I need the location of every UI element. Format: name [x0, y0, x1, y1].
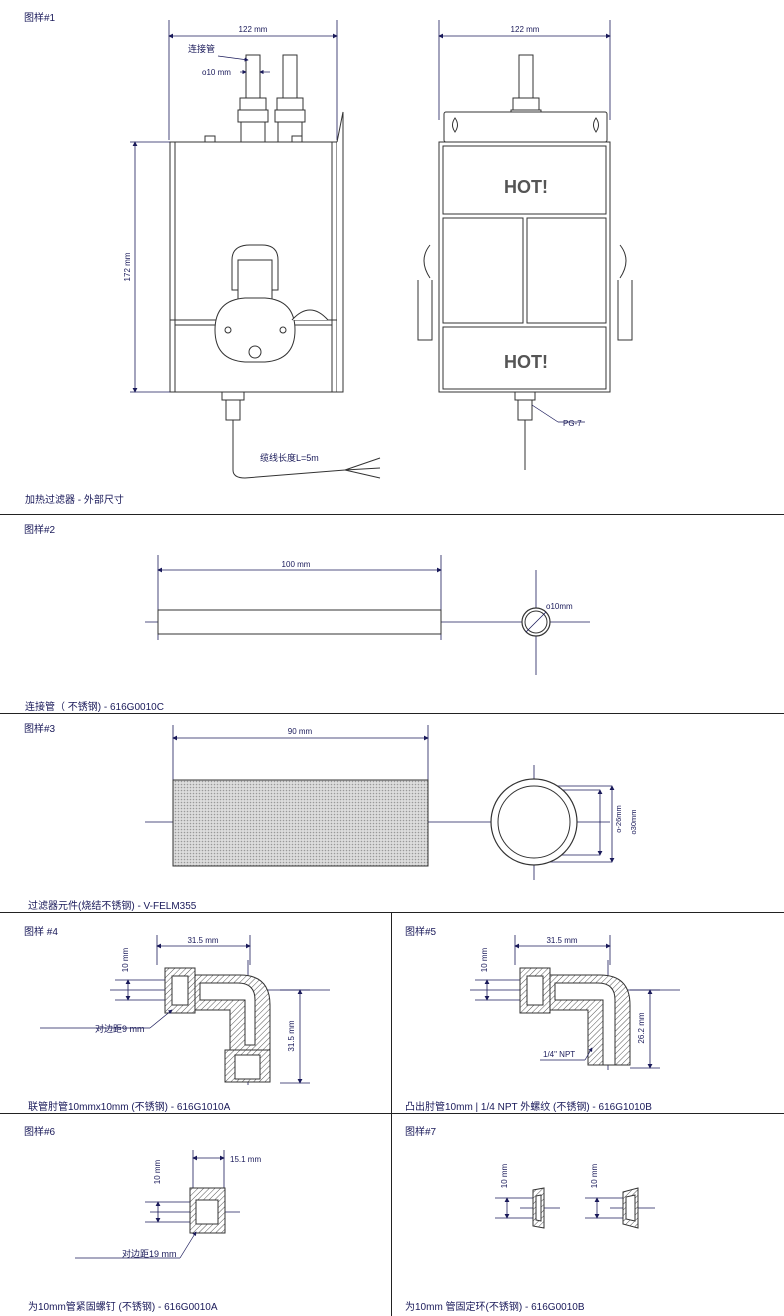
p4-dim-top: 31.5 mm	[187, 936, 218, 945]
male-elbow-5	[519, 967, 631, 1066]
divider-1	[0, 514, 784, 515]
divider-4	[0, 1113, 784, 1114]
panel1-drawing: 122 mm 连接管 o10 mm	[123, 20, 633, 479]
divider-2	[0, 713, 784, 714]
p2-dim-length: 100 mm	[282, 560, 311, 569]
p6-dim-left: 10 mm	[153, 1159, 162, 1184]
p7-dim-left2: 10 mm	[590, 1163, 599, 1188]
ferrule-7b	[622, 1187, 639, 1229]
clamp-latch	[214, 244, 329, 363]
panel5-title: 图样#5	[405, 927, 437, 938]
p6-label-flat: 对边距19 mm	[122, 1248, 177, 1259]
ferrule-7a	[532, 1187, 545, 1229]
panel7-caption: 为10mm 管固定环(不锈钢) - 616G0010B	[405, 1302, 585, 1313]
label-pipe-dia: o10 mm	[202, 68, 231, 77]
panel3-title: 图样#3	[24, 724, 56, 735]
panel1-title: 图样#1	[24, 13, 56, 24]
p4-dim-right: 31.5 mm	[287, 1020, 296, 1051]
cable-gland	[221, 391, 381, 479]
connection-pipes	[237, 54, 306, 143]
panel5-drawing: 31.5 mm 10 mm 26.2 mm 1/4" NPT	[470, 935, 680, 1070]
p3-dim-length: 90 mm	[288, 727, 313, 736]
panel6-title: 图样#6	[24, 1127, 56, 1138]
p6-dim-top: 15.1 mm	[230, 1155, 261, 1164]
p5-dim-top: 31.5 mm	[546, 936, 577, 945]
p3-dim-inner: o-26mm	[614, 805, 623, 833]
dim-height-label: 172 mm	[123, 252, 132, 281]
p5-dim-left: 10 mm	[480, 947, 489, 972]
filter-element-side	[172, 779, 429, 867]
dim-width-left-label: 122 mm	[239, 25, 268, 34]
nut-6	[189, 1187, 226, 1234]
p5-label-npt: 1/4" NPT	[543, 1050, 575, 1059]
label-pg7: PG-7	[563, 419, 582, 428]
panel5-caption: 凸出肘管10mm | 1/4 NPT 外螺纹 (不锈钢) - 616G1010B	[405, 1102, 652, 1113]
panel3-drawing: 90 mm o-26mm o30mm	[145, 725, 638, 880]
divider-vertical	[391, 912, 392, 1316]
pipe-side	[157, 609, 442, 635]
p4-label-flat: 对边距9 mm	[95, 1023, 145, 1034]
panel2-title: 图样#2	[24, 525, 56, 536]
p4-dim-left: 10 mm	[121, 947, 130, 972]
panel7-title: 图样#7	[405, 1127, 437, 1138]
panel2-drawing: 100 mm o10mm	[145, 555, 590, 675]
housing-back	[417, 54, 633, 470]
panel4-title: 图样 #4	[24, 927, 58, 938]
divider-3	[0, 912, 784, 913]
label-cable: 缆线长度L=5m	[260, 452, 319, 463]
panel3-caption: 过滤器元件(烧结不锈钢) - V-FELM355	[28, 901, 197, 912]
dim-width-right-label: 122 mm	[511, 25, 540, 34]
p7-dim-left1: 10 mm	[500, 1163, 509, 1188]
panel4-caption: 联管肘管10mmx10mm (不锈钢) - 616G1010A	[28, 1102, 231, 1113]
union-elbow-4	[164, 967, 271, 1083]
panel2-caption: 连接管（ 不锈钢) - 616G0010C	[25, 702, 164, 713]
hot-label-bottom: HOT!	[504, 352, 548, 372]
panel4-drawing: 31.5 mm 10 mm 31.5 mm 对边距9 mm	[40, 935, 330, 1085]
hot-label-top: HOT!	[504, 177, 548, 197]
panel6-caption: 为10mm管紧固螺钉 (不锈钢) - 616G0010A	[28, 1302, 218, 1313]
p3-dim-outer: o30mm	[629, 809, 638, 834]
panel1-caption: 加热过滤器 - 外部尺寸	[25, 495, 124, 506]
dim-width-left	[168, 20, 338, 140]
label-pipe: 连接管	[188, 43, 215, 54]
p2-dim-dia: o10mm	[546, 602, 573, 611]
filter-element-section	[490, 778, 578, 866]
p5-dim-right: 26.2 mm	[637, 1012, 646, 1043]
